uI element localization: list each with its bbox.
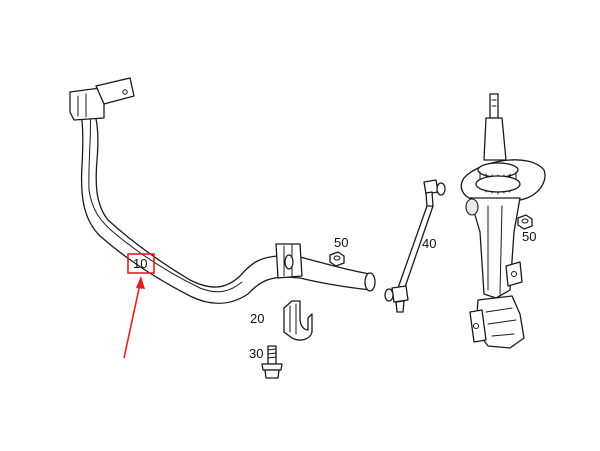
callout-50-right[interactable]: 50	[522, 229, 536, 244]
stabilizer-link-40[interactable]	[384, 179, 446, 313]
nut-50-left[interactable]	[329, 251, 345, 267]
highlight-box	[127, 253, 155, 274]
bushing-center	[275, 243, 303, 279]
bushing-clamp-20[interactable]	[283, 300, 313, 341]
callout-50-left[interactable]: 50	[334, 235, 348, 250]
callout-30[interactable]: 30	[249, 346, 263, 361]
callout-10[interactable]: 10	[133, 256, 147, 271]
stabilizer-bar[interactable]	[77, 102, 376, 304]
callout-20[interactable]: 20	[250, 311, 264, 326]
callout-40[interactable]: 40	[422, 236, 436, 251]
nut-50-right[interactable]	[517, 214, 533, 230]
strut-assembly	[460, 93, 546, 349]
arrow-up-icon	[123, 276, 145, 359]
bushing-left	[69, 77, 135, 121]
bolt-30[interactable]	[261, 345, 283, 379]
